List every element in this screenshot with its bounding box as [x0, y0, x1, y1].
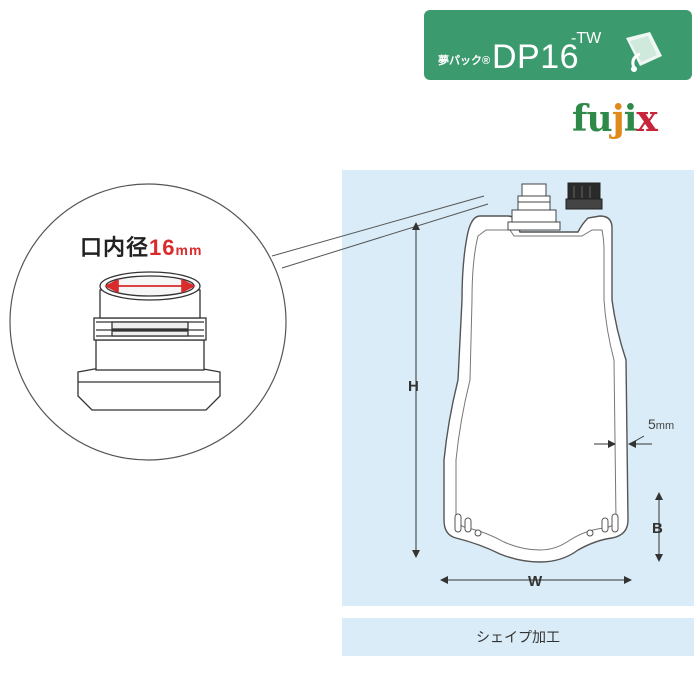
brand-letter: x	[636, 98, 657, 140]
height-label: H	[408, 378, 419, 395]
spout-diameter-label: 口内径	[80, 235, 150, 260]
width-label: W	[528, 573, 543, 590]
seal-width-unit: mm	[655, 420, 675, 432]
pouch-outline	[443, 215, 629, 563]
seal-width-value: 5	[648, 416, 656, 432]
pouch-inner-seal	[455, 229, 617, 551]
pouch-logo-icon	[626, 32, 662, 72]
product-badge: 夢パック® DP16 -TW	[424, 10, 692, 80]
pouch-corner-holes	[454, 513, 619, 537]
brand-letter: u	[586, 98, 613, 140]
product-code-suffix: -TW	[571, 30, 602, 47]
brand-letter: j	[611, 98, 625, 140]
spout-diameter-unit: mm	[175, 242, 203, 258]
pouch-spout	[507, 183, 561, 231]
seal-width-label: 5mm	[648, 416, 674, 432]
product-series-label: 夢パック®	[438, 55, 491, 67]
product-code: DP16	[492, 38, 580, 76]
pouch-cap	[565, 182, 603, 210]
bottom-label: B	[652, 520, 663, 537]
spout-diameter-value: 16	[149, 235, 176, 260]
brand-logo: fujix	[572, 98, 658, 140]
callout-line-lower	[281, 203, 489, 269]
callout-line-upper	[271, 195, 485, 257]
shape-processing-caption: シェイプ加工	[342, 618, 694, 656]
brand-letter: f	[572, 98, 587, 140]
brand-letter: i	[623, 98, 638, 140]
seal-width-leader	[629, 435, 645, 445]
spout-diameter-title: 口内径16mm	[80, 230, 202, 262]
